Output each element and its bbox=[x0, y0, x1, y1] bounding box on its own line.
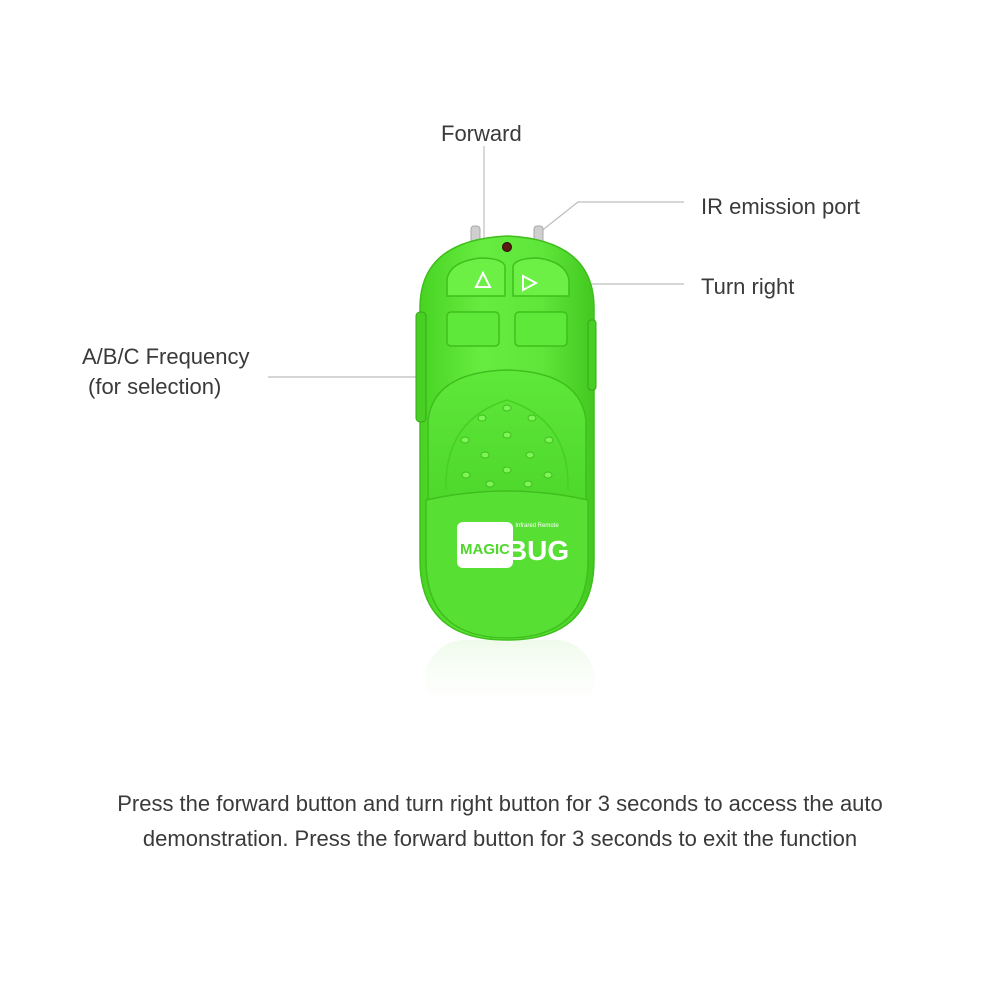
up-arrow-icon bbox=[474, 270, 492, 288]
logo-tagline: Infrared Remote bbox=[515, 523, 559, 529]
reflection bbox=[425, 640, 595, 720]
turn-right-label: Turn right bbox=[701, 274, 795, 299]
caption-line-1: Press the forward button and turn right … bbox=[117, 791, 883, 816]
logo-word-bug: BUG bbox=[507, 535, 569, 566]
left-button[interactable] bbox=[446, 311, 500, 347]
logo-word-magic: MAGIC bbox=[460, 541, 510, 558]
turn-right-button[interactable] bbox=[512, 257, 570, 297]
dome-ridge bbox=[445, 399, 569, 491]
ir-port-dot bbox=[502, 242, 512, 252]
magic-bug-logo: MAGIC BUG Infrared Remote bbox=[457, 522, 569, 568]
side-rail-right bbox=[587, 319, 597, 391]
leader-line-ir-port bbox=[539, 201, 684, 233]
frequency-label-line2: (for selection) bbox=[88, 374, 222, 399]
frequency-switch[interactable] bbox=[415, 311, 427, 423]
dimples bbox=[460, 404, 554, 488]
caption-line-2: demonstration. Press the forward button … bbox=[142, 826, 858, 851]
right-button[interactable] bbox=[514, 311, 568, 347]
right-arrow-icon bbox=[522, 274, 539, 292]
frequency-label-line1: A/B/C Frequency bbox=[82, 344, 250, 369]
forward-button[interactable] bbox=[446, 257, 506, 297]
instruction-caption: Press the forward button and turn right … bbox=[40, 786, 960, 856]
forward-label: Forward bbox=[441, 121, 522, 146]
ir-port-label: IR emission port bbox=[701, 194, 860, 219]
logo-badge bbox=[457, 522, 513, 568]
